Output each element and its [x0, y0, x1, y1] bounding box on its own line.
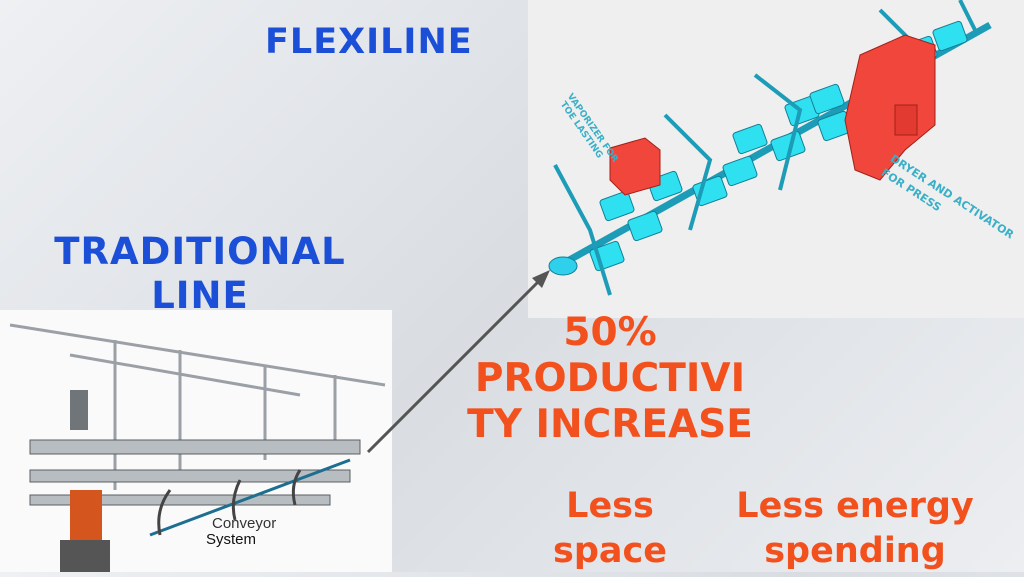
caption-line2: System	[206, 531, 257, 548]
traditional-line-title: TRADITIONAL LINE	[40, 230, 360, 318]
benefit-less-space: Less space	[530, 484, 690, 574]
benefit-less-energy: Less energy spending	[720, 484, 990, 574]
productivity-line2: PRODUCTIVI	[474, 356, 746, 401]
benefit2-line1: Less energy	[736, 486, 974, 526]
productivity-line1: 50%	[563, 310, 657, 355]
traditional-line-photo: Conveyor System	[0, 310, 392, 572]
traditional-title-line1: TRADITIONAL	[54, 230, 346, 273]
benefit1-line1: Less	[566, 486, 654, 526]
traditional-title-line2: LINE	[151, 274, 249, 317]
productivity-statement: 50% PRODUCTIVI TY INCREASE	[440, 310, 780, 448]
caption-line1: Conveyor	[212, 515, 277, 532]
flexiline-conveyor-drawing	[548, 0, 992, 296]
benefit2-line2: spending	[764, 531, 946, 571]
productivity-line3: TY INCREASE	[467, 402, 753, 447]
traditional-conveyor-drawing	[9, 323, 386, 572]
conveyor-caption: Conveyor System	[206, 515, 277, 548]
flexiline-title: FLEXILINE	[265, 22, 473, 62]
flexiline-render-image: VAPORIZER FOR TOE LASTING DRYER AND ACTI…	[528, 0, 1024, 318]
benefit1-line2: space	[553, 531, 667, 571]
